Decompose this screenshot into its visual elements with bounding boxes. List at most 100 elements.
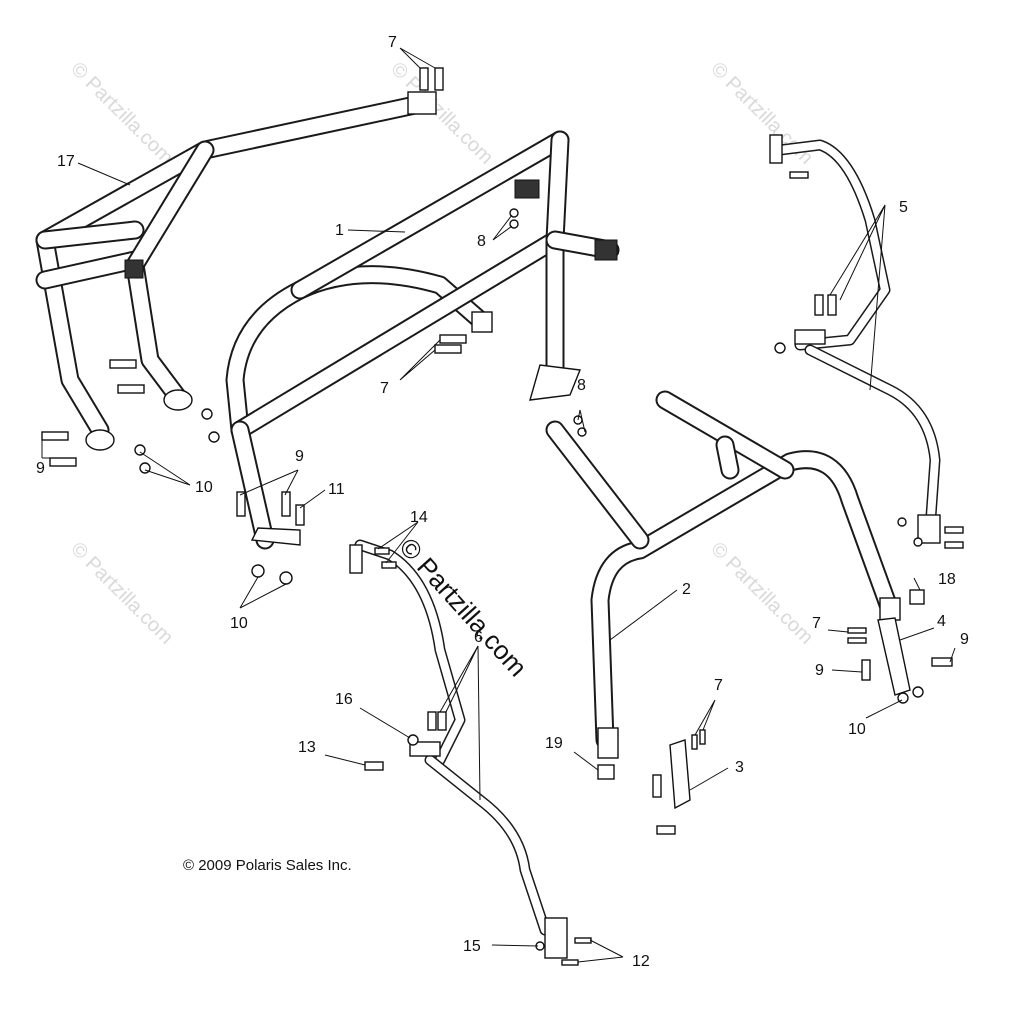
bolt [49,457,77,467]
bolt [41,431,69,441]
callout-8: 8 [577,377,586,394]
bolt [434,344,462,354]
callout-10: 10 [230,615,248,632]
nut [201,408,213,420]
watermark-main: © Partzilla.com [394,532,534,682]
bolt [574,937,592,944]
bolt [437,711,447,731]
callout-13: 13 [298,739,316,756]
left-bracket-low [544,917,568,959]
callout-18: 18 [938,571,956,588]
part-4-front-mount [877,617,911,696]
bolt [861,659,871,681]
right-bracket-mid [794,329,826,345]
bracket-1 [594,239,618,261]
base-plate-1 [529,364,581,401]
bolt [419,67,429,91]
washer [251,564,265,578]
callout-2: 2 [682,581,691,598]
part-17-rear-bar [35,91,437,451]
callout-7: 7 [714,677,723,694]
washer [279,571,293,585]
part-5-right-side-bar [769,134,941,544]
callout-layer: 7 17 1 8 5 7 8 9 10 9 11 14 10 2 18 7 4 … [36,34,969,970]
watermark-faint-1: © Partzilla.com [66,58,177,169]
bolt [847,627,867,634]
part-6-left-side-bar [349,539,568,959]
bracket-2 [514,179,540,199]
bolt [381,561,397,569]
base-plate-2 [250,527,301,546]
bolt [847,637,867,644]
bolt [944,526,964,534]
nut [897,517,907,527]
part-3-front-mount [669,739,691,810]
callout-9: 9 [295,448,304,465]
nut [912,686,924,698]
callout-14: 14 [410,509,428,526]
bolt [827,294,837,316]
watermark-faint-5: © Partzilla.com [706,538,817,649]
nut [913,537,923,547]
callout-4: 4 [937,613,946,630]
callout-9: 9 [36,460,45,477]
callout-11: 11 [328,481,345,498]
tube-end-2a [597,727,619,759]
nut [577,427,587,437]
bolt [931,657,953,667]
copyright-text: © 2009 Polaris Sales Inc. [183,857,352,874]
callout-10: 10 [195,479,213,496]
nut [774,342,786,354]
left-bracket-mid [409,741,441,757]
callout-9: 9 [815,662,824,679]
part-1-main-cage [225,130,620,550]
bolt [281,491,291,517]
callout-3: 3 [735,759,744,776]
left-bracket-top [349,544,363,574]
bolt [434,67,444,91]
right-bracket-low [917,514,941,544]
hardware-layer [41,67,964,966]
mount-plate-left-2 [85,429,115,451]
bolt [236,491,246,517]
callout-12: 12 [632,953,650,970]
bolt [699,729,706,745]
callout-1: 1 [335,222,344,239]
bolt [944,541,964,549]
callout-6: 6 [474,629,483,646]
callout-8: 8 [477,233,486,250]
callout-10: 10 [848,721,866,738]
part-2-front-cage [545,390,901,759]
bolt [439,334,467,344]
right-bracket-top [769,134,783,164]
nut [407,734,419,746]
callout-7: 7 [380,380,389,397]
callout-7: 7 [388,34,397,51]
bolt [789,171,809,179]
bolt [652,774,662,798]
tube-end-2b [879,597,901,621]
nut [208,431,220,443]
end-cap-top [407,91,437,115]
bolt [374,547,390,555]
clip-19 [597,764,615,780]
bolt [295,504,305,526]
bolt [364,761,384,771]
bolt [656,825,676,835]
callout-9: 9 [960,631,969,648]
end-cap-1 [471,311,493,333]
watermark-faint-4: © Partzilla.com [66,538,177,649]
bolt [691,734,698,750]
nut [509,219,519,229]
callout-19: 19 [545,735,563,752]
callout-5: 5 [899,199,908,216]
leader-lines [41,47,956,963]
mount-plate-left [163,389,193,411]
callout-17: 17 [57,153,75,170]
grommet-18 [909,589,925,605]
clamp-bracket [124,259,144,279]
bolt [814,294,824,316]
callout-15: 15 [463,938,481,955]
bolt [109,359,137,369]
